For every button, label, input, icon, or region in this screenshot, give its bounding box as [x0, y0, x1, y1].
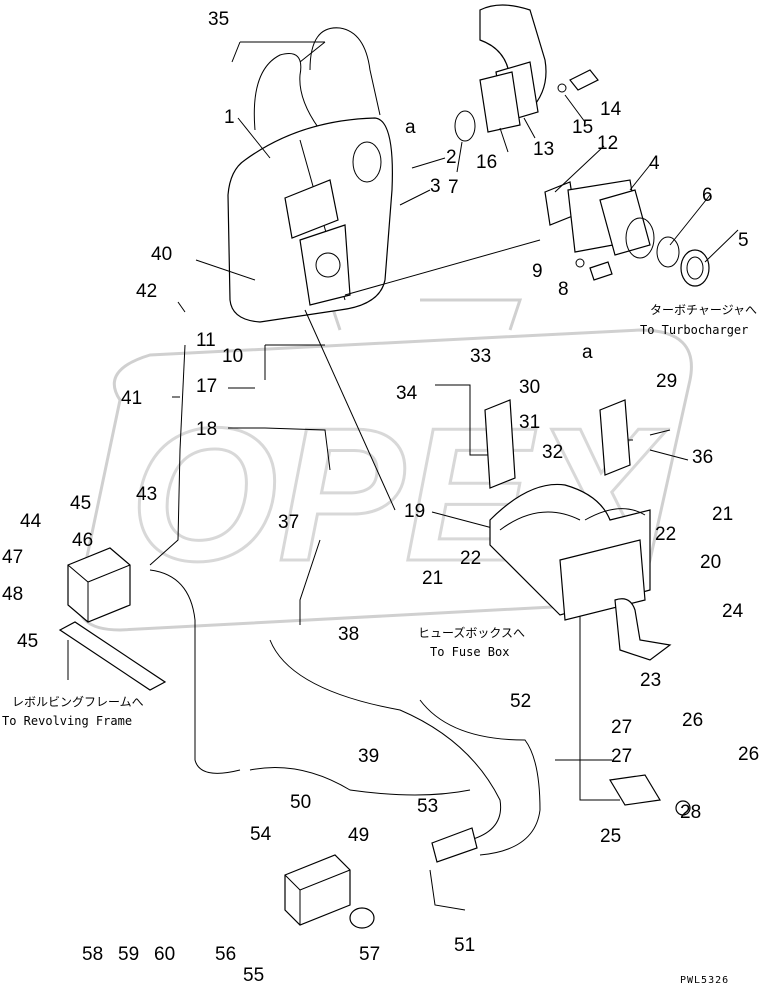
part-14-bolt: [557, 69, 599, 93]
part-number-label: 26: [738, 744, 759, 765]
part-number-label: 38: [338, 624, 359, 645]
part-number-label: 58: [82, 944, 103, 965]
part-number-labels: 1234567891011121314151617181920212122222…: [2, 9, 759, 986]
part-number-label: 9: [532, 261, 543, 282]
part-60-grommet: [349, 907, 375, 929]
part-23-bracket: [614, 598, 672, 661]
part-number-label: 18: [196, 419, 217, 440]
part-1-muffler: [227, 117, 393, 323]
part-number-label: 28: [680, 802, 701, 823]
part-number-label: 7: [448, 177, 459, 198]
part-number-label: 20: [700, 552, 721, 573]
part-number-label: 17: [196, 376, 217, 397]
part-number-label: 27: [611, 717, 632, 738]
part-number-label: 25: [600, 826, 621, 847]
part-number-label: 56: [215, 944, 236, 965]
part-number-label: 57: [359, 944, 380, 965]
part-number-label: 42: [136, 281, 157, 302]
part-number-label: 13: [533, 139, 554, 160]
part-number-label: 51: [454, 935, 475, 956]
part-34-bracket: [484, 399, 516, 489]
part-number-label: 48: [2, 584, 23, 605]
destination-revolving-frame-jp: レボルビングフレームへ: [12, 695, 144, 709]
part-number-label: 55: [243, 965, 264, 986]
part-7-gasket: [454, 110, 476, 142]
part-number-label: 21: [712, 504, 733, 525]
part-number-label: 44: [20, 511, 42, 532]
part-number-label: 16: [476, 152, 497, 173]
part-number-label: 10: [222, 346, 243, 367]
part-number-label: 41: [121, 388, 142, 409]
destination-fuse-box-en: To Fuse Box: [430, 645, 509, 659]
part-number-label: 22: [460, 548, 481, 569]
part-13-pipe: [479, 4, 547, 133]
part-number-label: 1: [224, 107, 235, 128]
part-57-control-unit: [284, 854, 351, 926]
part-25-bracket: [609, 774, 661, 806]
part-number-label: 29: [656, 371, 677, 392]
part-number-label: 8: [558, 279, 569, 300]
part-number-label: 21: [422, 568, 443, 589]
part-number-label: 5: [738, 230, 749, 251]
part-number-label: 15: [572, 117, 593, 138]
part-number-label: 50: [290, 792, 311, 813]
part-number-label: 22: [655, 524, 676, 545]
part-56-connector: [431, 827, 478, 863]
part-number-label: 45: [17, 631, 38, 652]
part-number-label: 33: [470, 346, 491, 367]
part-number-label: 6: [702, 185, 713, 206]
part-number-label: 43: [136, 484, 157, 505]
part-number-label: 59: [118, 944, 139, 965]
drawing-code: PWL5326: [680, 975, 729, 986]
part-number-label: 2: [446, 147, 457, 168]
part-30-nut: [675, 800, 691, 816]
part-number-label: 24: [722, 601, 744, 622]
part-number-label: 4: [649, 153, 660, 174]
part-number-label: 26: [682, 710, 703, 731]
reference-letter-a-bracket: a: [582, 342, 593, 363]
destination-turbocharger-en: To Turbocharger: [640, 323, 748, 337]
part-number-label: 31: [519, 412, 540, 433]
part-number-label: 14: [600, 99, 622, 120]
part-number-label: 37: [278, 512, 299, 533]
part-42-wire-harness: [149, 539, 541, 911]
part-46-controller-box: [67, 547, 131, 623]
part-47-frame-rail: [58, 621, 167, 691]
part-number-label: 45: [70, 493, 91, 514]
part-number-label: 23: [640, 670, 661, 691]
part-number-label: 39: [358, 746, 379, 767]
part-number-label: 11: [196, 330, 216, 351]
part-number-label: 19: [404, 501, 425, 522]
part-4-pipe: [544, 179, 710, 287]
part-number-label: 3: [430, 176, 441, 197]
part-number-label: 30: [519, 377, 540, 398]
part-number-label: 27: [611, 746, 632, 767]
destination-turbocharger-jp: ターボチャージャへ: [650, 303, 757, 317]
part-8-bolt: [589, 261, 613, 281]
part-37-cables: [231, 27, 381, 131]
part-31-bracket: [599, 399, 631, 476]
part-number-label: 54: [250, 824, 272, 845]
part-number-label: 47: [2, 547, 23, 568]
part-number-label: 32: [542, 442, 563, 463]
part-number-label: 36: [692, 447, 713, 468]
part-number-label: 12: [597, 133, 618, 154]
part-number-label: 40: [151, 244, 172, 265]
destination-fuse-box-jp: ヒューズボックスへ: [418, 625, 525, 640]
destination-revolving-frame-en: To Revolving Frame: [2, 714, 132, 728]
part-number-label: 53: [417, 796, 438, 817]
part-number-label: 52: [510, 691, 531, 712]
reference-letter-a-muffler: a: [405, 117, 416, 138]
part-number-label: 49: [348, 825, 369, 846]
part-number-label: 34: [396, 383, 418, 404]
part-number-label: 35: [208, 9, 229, 30]
part-number-label: 46: [72, 530, 93, 551]
part-9-washer: [575, 258, 585, 268]
part-number-label: 60: [154, 944, 175, 965]
